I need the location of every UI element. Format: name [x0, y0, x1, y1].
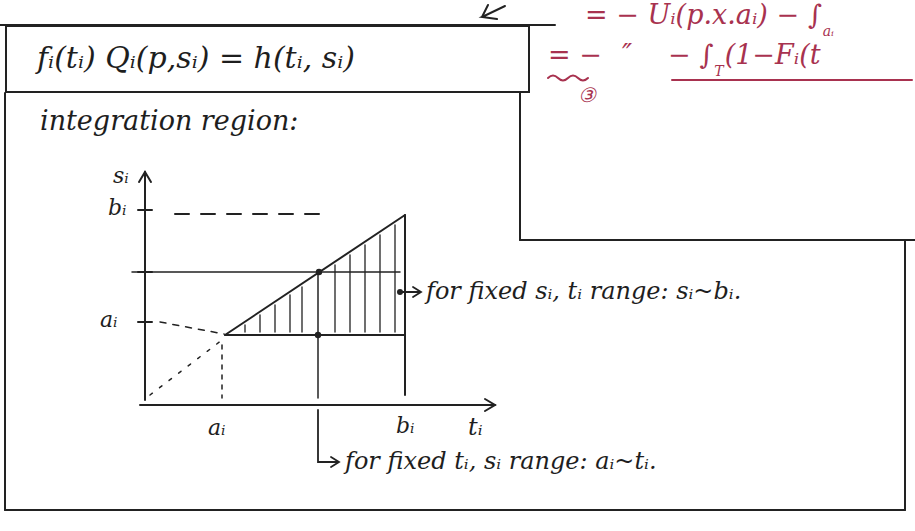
tick	[138, 321, 152, 323]
y-axis-head	[139, 172, 151, 182]
leader-arrow	[318, 410, 338, 462]
tick	[138, 209, 152, 211]
region-edge	[404, 215, 406, 395]
note-label: bᵢ	[396, 414, 415, 438]
red-note: = −	[548, 40, 602, 70]
point	[397, 289, 403, 295]
leader-head	[413, 287, 421, 297]
red-squiggle	[548, 76, 588, 81]
region-edge	[225, 215, 405, 335]
frame-line	[5, 509, 905, 511]
red-note: ③	[578, 84, 596, 106]
red-note: T	[714, 64, 723, 79]
frame-line	[519, 93, 521, 240]
red-note: (1−Fᵢ(t	[725, 40, 821, 70]
formula-text: fᵢ(tᵢ) Qᵢ(p,sᵢ) = h(tᵢ, sᵢ)	[7, 27, 528, 74]
note-label: sᵢ	[113, 164, 129, 188]
red-underline	[672, 79, 912, 81]
note-label: integration region:	[40, 106, 298, 136]
y-axis	[144, 172, 146, 400]
frame-line	[520, 239, 915, 241]
formula-box: fᵢ(tᵢ) Qᵢ(p,sᵢ) = h(tᵢ, sᵢ)	[5, 25, 530, 93]
note-label: tᵢ	[468, 414, 482, 440]
red-note: ″	[622, 40, 632, 70]
note-label: for fixed tᵢ, sᵢ range: aᵢ~tᵢ.	[345, 448, 657, 474]
arrow-mark	[482, 5, 505, 19]
leader-arrow	[402, 291, 420, 293]
fixed-s-line	[132, 271, 400, 273]
point	[316, 269, 322, 275]
note-label: aᵢ	[208, 416, 226, 440]
red-note: = − Uᵢ(p.x.aᵢ) − ∫	[585, 0, 822, 30]
hatching	[245, 225, 395, 332]
guide-line	[175, 213, 330, 215]
note-label: for fixed sᵢ, tᵢ range: sᵢ~bᵢ.	[426, 278, 741, 304]
guide-line	[221, 345, 223, 398]
leader-head	[331, 457, 339, 467]
x-axis-head	[485, 399, 495, 411]
x-axis	[140, 404, 495, 406]
note-label: aᵢ	[100, 308, 118, 332]
point	[315, 332, 321, 338]
guide-line	[150, 340, 222, 395]
red-note: aᵢ	[823, 24, 834, 39]
note-label: bᵢ	[108, 196, 127, 220]
frame-line	[904, 240, 906, 510]
frame-line	[4, 93, 6, 510]
red-note: − ∫	[668, 40, 713, 70]
guide-line	[160, 322, 224, 334]
